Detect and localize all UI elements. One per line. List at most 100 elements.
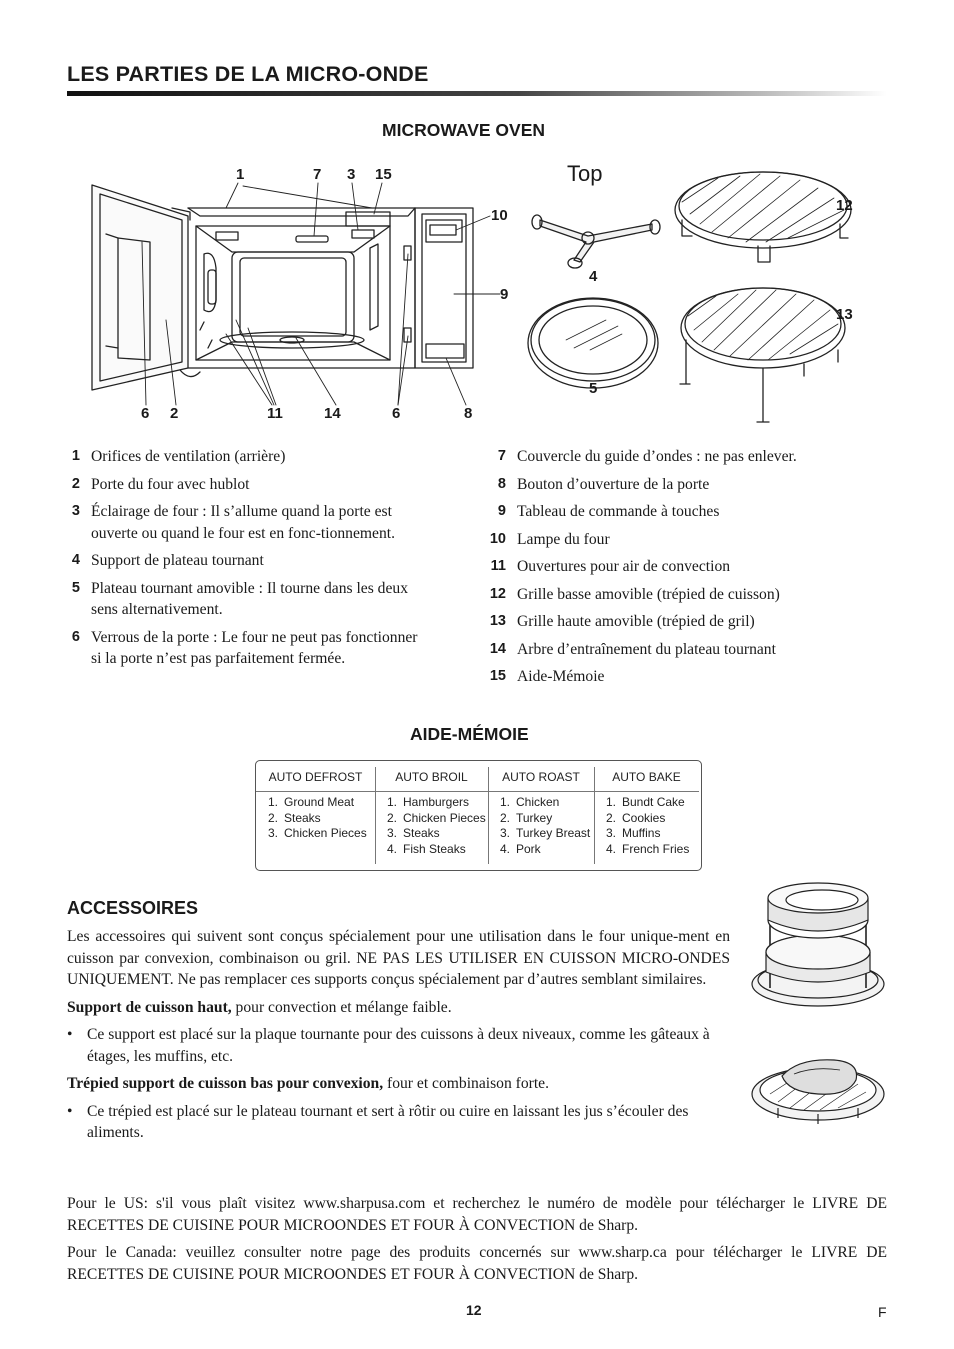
memo-column-header: AUTO BAKE bbox=[612, 770, 681, 784]
accessories-body: Les accessoires qui suivent sont conçus … bbox=[67, 926, 730, 1150]
part-number: 10 bbox=[489, 530, 506, 547]
memo-item-text: French Fries bbox=[622, 841, 690, 856]
high-rack-title: Support de cuisson haut, bbox=[67, 998, 232, 1016]
callout-label: 7 bbox=[313, 166, 322, 183]
part-text: Couvercle du guide d’ondes : ne pas enle… bbox=[517, 448, 797, 465]
memo-item-text: Turkey Breast bbox=[516, 826, 591, 841]
bullet-glyph: • bbox=[67, 1102, 73, 1120]
callout-label: 9 bbox=[500, 286, 509, 303]
callout-label: 4 bbox=[589, 268, 598, 285]
oven-door bbox=[91, 184, 191, 391]
part-number: 6 bbox=[71, 628, 80, 645]
memo-item-number: 3. bbox=[268, 826, 279, 841]
accessories-heading: ACCESSOIRES bbox=[67, 898, 199, 918]
callout-label: 6 bbox=[392, 405, 401, 422]
parts-list-left: 1 Orifices de ventilation (arrière) 2 Port… bbox=[67, 446, 421, 676]
part-text: Verrous de la porte : Le four ne peut pa… bbox=[91, 628, 418, 668]
part-number: 2 bbox=[71, 475, 80, 492]
part-text: Bouton d’ouverture de la porte bbox=[517, 475, 710, 493]
page-title: LES PARTIES DE LA MICRO-ONDE bbox=[67, 62, 429, 86]
footer-us: Pour le US: s'il vous plaît visitez www.… bbox=[67, 1195, 887, 1234]
memo-column: AUTO ROAST 1.Chicken 2.Turkey 3.Turkey B… bbox=[488, 761, 594, 870]
memo-item: 3. Chicken Pieces bbox=[268, 826, 367, 842]
part-text: Support de plateau tournant bbox=[91, 552, 264, 569]
low-rack bbox=[674, 171, 852, 263]
memo-item-number: 3. bbox=[500, 826, 511, 841]
memo-column-header: AUTO BROIL bbox=[395, 770, 468, 784]
part-number: 11 bbox=[490, 558, 506, 574]
part-item: 2 Porte du four avec hublot bbox=[67, 474, 421, 496]
memo-item: 2.Cookies bbox=[606, 811, 689, 827]
callout-label: 2 bbox=[170, 405, 179, 422]
callout-label: 15 bbox=[375, 166, 392, 183]
memo-item: 4. French Fries bbox=[606, 842, 689, 858]
callout-label: 3 bbox=[347, 166, 356, 183]
callout-label: 6 bbox=[141, 405, 150, 422]
memo-item-number: 4. bbox=[500, 841, 511, 856]
callout-label: 10 bbox=[491, 207, 508, 224]
top-label: Top bbox=[567, 161, 603, 186]
part-text: Ouvertures pour air de convection bbox=[517, 558, 731, 575]
memo-item: 1.Hamburgers bbox=[387, 795, 486, 811]
memo-item-text: Turkey bbox=[516, 810, 553, 825]
part-text: Lampe du four bbox=[517, 530, 610, 548]
memo-item-number: 2. bbox=[387, 810, 398, 825]
part-text: Grille basse amovible (trépied de cuisso… bbox=[517, 585, 780, 603]
memo-table: AUTO DEFROST 1.Ground Meat 2.Steaks 3.Ch… bbox=[255, 760, 702, 871]
part-text: Plateau tournant amovible : Il tourne da… bbox=[91, 579, 408, 619]
memo-item: 2.Turkey bbox=[500, 811, 590, 827]
memo-rule bbox=[488, 791, 594, 792]
memo-item: 4.Fish Steaks bbox=[387, 842, 486, 858]
memo-item-text: Chicken Pieces bbox=[403, 810, 486, 825]
part-number: 5 bbox=[71, 579, 80, 596]
memo-item-number: 1. bbox=[606, 795, 617, 809]
memo-item-number: 3. bbox=[606, 826, 617, 841]
low-rack-paragraph: Trépied support de cuisson bas pour conv… bbox=[67, 1073, 730, 1095]
part-item: 5 Plateau tournant amovible : Il tourne d… bbox=[67, 578, 421, 621]
part-item: 1 Orifices de ventilation (arrière) bbox=[67, 446, 421, 468]
memo-item: 4.Pork bbox=[500, 842, 590, 858]
memo-item-text: Steaks bbox=[403, 826, 440, 841]
part-text: Orifices de ventilation (arrière) bbox=[91, 448, 286, 465]
part-text: Éclairage de four : Il s’allume quand la… bbox=[91, 503, 395, 542]
memo-item-number: 3. bbox=[387, 826, 398, 841]
memo-item-number: 4. bbox=[606, 841, 617, 856]
memo-item-number: 1. bbox=[268, 795, 279, 809]
language-marker: F bbox=[878, 1304, 887, 1320]
memo-item-text: Chicken Pieces bbox=[284, 826, 367, 841]
high-rack-cake-illustration bbox=[751, 882, 885, 1007]
part-number: 14 bbox=[489, 640, 506, 657]
part-item: 10 Lampe du four bbox=[490, 529, 877, 551]
part-text: Aide-Mémoie bbox=[517, 668, 605, 685]
control-panel bbox=[414, 207, 474, 369]
memo-item-text: Chicken bbox=[516, 795, 560, 809]
memo-column: AUTO BROIL 1.Hamburgers 2. Chicken Pieces… bbox=[375, 761, 488, 870]
callout-label: 12 bbox=[836, 197, 853, 214]
memo-heading: AIDE-MÉMOIE bbox=[410, 724, 529, 744]
low-rack-roast-illustration bbox=[751, 1059, 885, 1124]
memo-item-number: 1. bbox=[500, 795, 511, 809]
part-number: 3 bbox=[71, 503, 80, 519]
memo-item-text: Cookies bbox=[622, 810, 666, 825]
callout-label: 14 bbox=[324, 405, 341, 422]
part-number: 1 bbox=[71, 448, 80, 464]
memo-item: 1.Bundt Cake bbox=[606, 795, 689, 811]
part-number: 13 bbox=[489, 613, 506, 629]
callout-label: 13 bbox=[836, 306, 853, 323]
callout-label: 8 bbox=[464, 405, 473, 422]
memo-rule bbox=[375, 791, 488, 792]
part-text: Porte du four avec hublot bbox=[91, 475, 250, 493]
part-item: 6 Verrous de la porte : Le four ne peut p… bbox=[67, 627, 421, 670]
leader-lines bbox=[141, 182, 501, 406]
memo-item-text: Fish Steaks bbox=[403, 841, 466, 856]
low-rack-title: Trépied support de cuisson bas pour conv… bbox=[67, 1075, 384, 1092]
footer-text: Pour le US: s'il vous plaît visitez www.… bbox=[67, 1193, 887, 1291]
memo-item: 1. Chicken bbox=[500, 795, 590, 811]
